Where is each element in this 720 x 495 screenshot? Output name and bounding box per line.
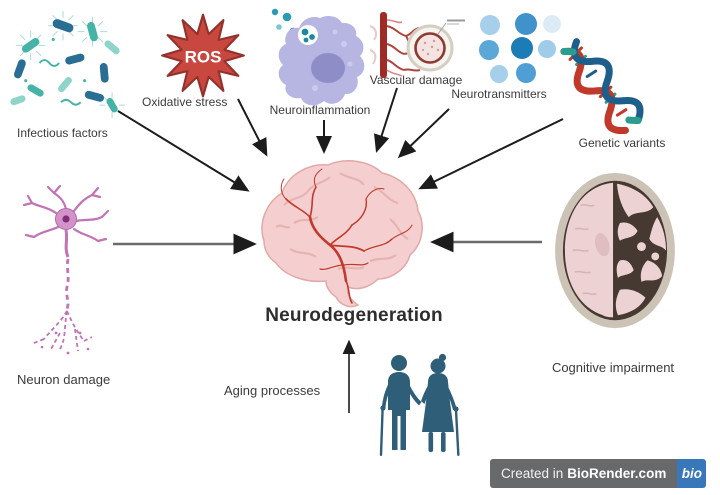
vascular-damage-label: Vascular damage — [369, 73, 463, 87]
arrow-oxidative-to-brain — [237, 98, 268, 157]
brain-icon — [261, 160, 423, 308]
arrow-vascular-to-brain — [373, 87, 398, 153]
neuron-icon — [22, 184, 110, 355]
vessel-icon — [369, 12, 465, 78]
cognitive-impairment-label: Cognitive impairment — [551, 360, 675, 375]
neurotransmitters-label: Neurotransmitters — [451, 87, 547, 101]
neuroinflammation-label: Neuroinflammation — [269, 103, 371, 117]
genetic-variants-label: Genetic variants — [578, 136, 666, 150]
aging-processes-label: Aging processes — [224, 383, 321, 398]
bacteria-icon — [10, 11, 125, 118]
arrow-neurotransmitters-to-brain — [397, 108, 450, 159]
diagram-title: Neurodegeneration — [265, 305, 443, 326]
biorender-logo: bio — [677, 459, 707, 488]
brain-scan-icon — [555, 172, 675, 329]
arrow-infectious-to-brain — [117, 110, 250, 192]
dna-icon — [560, 38, 644, 134]
elderly-couple-icon — [379, 353, 460, 456]
oxidative-stress-label: Oxidative stress — [142, 95, 228, 109]
brand-text: BioRender.com — [567, 466, 667, 481]
neuron-damage-label: Neuron damage — [17, 372, 111, 387]
infectious-factors-label: Infectious factors — [17, 126, 108, 140]
ros-badge-text: ROS — [185, 47, 222, 66]
arrow-genetic-to-brain — [418, 118, 564, 190]
ros-star-icon: ROS — [161, 13, 245, 98]
credit-text: Created in — [501, 466, 564, 481]
microglia-icon — [271, 8, 365, 106]
neurotransmitter-dots-icon — [479, 13, 561, 83]
